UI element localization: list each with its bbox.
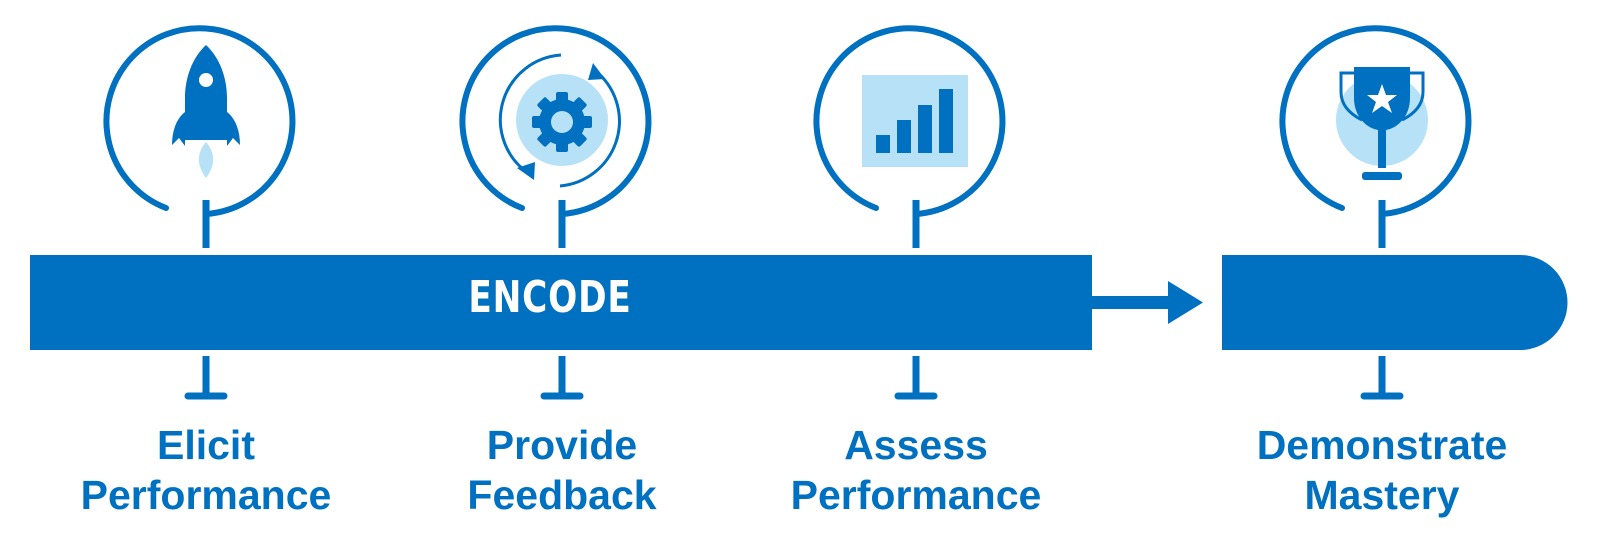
bar-chart-icon — [862, 75, 968, 167]
rocket-icon — [172, 45, 240, 178]
step-label-line1: Elicit — [157, 422, 255, 468]
step-label-line1: Assess — [844, 422, 988, 468]
open-circle-ring — [103, 25, 296, 217]
step-label-provide-feedback: Provide Feedback — [382, 420, 742, 520]
bottom-t-marker — [540, 356, 584, 400]
mastery-bar — [1222, 255, 1568, 350]
step-label-line2: Performance — [80, 472, 332, 518]
open-circle-ring — [813, 25, 1006, 217]
step-label-line1: Provide — [486, 422, 638, 468]
step-demonstrate-mastery-node — [1279, 25, 1472, 400]
step-elicit-performance-node — [103, 25, 296, 400]
bottom-t-marker — [1360, 356, 1404, 400]
step-assess-performance-node — [813, 25, 1006, 400]
step-label-elicit-performance: Elicit Performance — [26, 420, 386, 520]
open-circle-ring — [1279, 25, 1472, 217]
bottom-t-marker — [894, 356, 938, 400]
open-circle-ring — [459, 25, 652, 217]
step-label-line1: Demonstrate — [1256, 422, 1508, 468]
step-label-line2: Performance — [790, 472, 1042, 518]
encode-bar — [30, 255, 1092, 350]
step-label-line2: Mastery — [1304, 472, 1460, 518]
gear-cycle-icon — [498, 53, 621, 188]
step-label-demonstrate-mastery: Demonstrate Mastery — [1202, 420, 1562, 520]
step-label-assess-performance: Assess Performance — [736, 420, 1096, 520]
step-provide-feedback-node — [459, 25, 652, 400]
bottom-t-marker — [184, 356, 228, 400]
trophy-icon — [1336, 67, 1428, 180]
arrow-right-icon — [1092, 281, 1203, 324]
encode-bar-title: ENCODE — [468, 272, 632, 323]
step-label-line2: Feedback — [467, 472, 657, 518]
